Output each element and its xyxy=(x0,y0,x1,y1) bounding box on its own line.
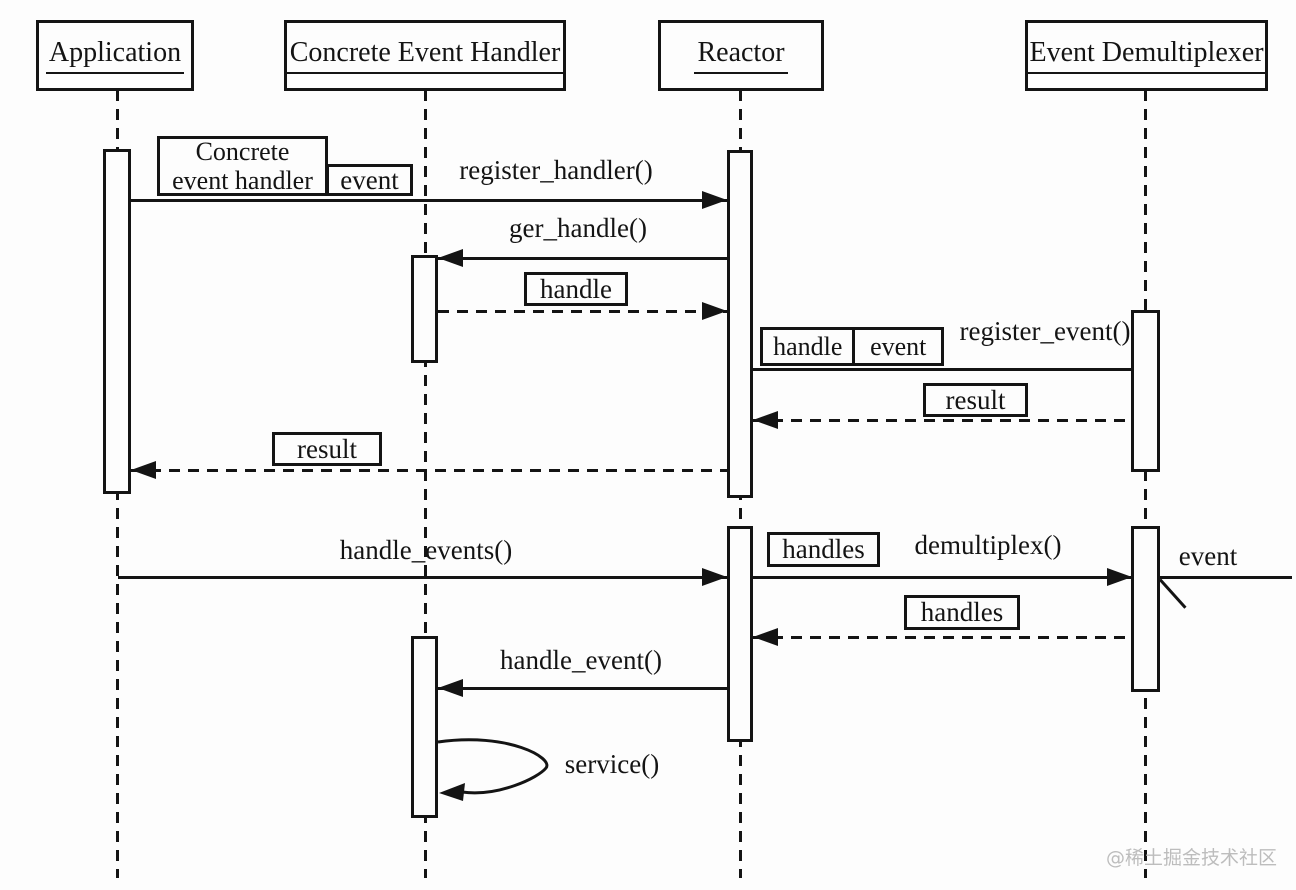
param-cell-event: event xyxy=(870,331,927,361)
actor-box-application: Application xyxy=(36,20,194,91)
param-box-concrete-event-handler: Concrete event handler xyxy=(157,136,328,196)
actor-label-event-demultiplexer: Event Demultiplexer xyxy=(1026,37,1267,75)
message-line-handle-return xyxy=(438,310,727,313)
message-line-register-handler xyxy=(131,199,727,202)
activation-event-demultiplexer-1 xyxy=(1131,310,1160,472)
label-box-handle: handle xyxy=(524,272,628,306)
param-concrete-line2: event handler xyxy=(172,166,313,195)
activation-reactor-1 xyxy=(727,150,753,498)
arrowhead-result-demux xyxy=(753,411,778,429)
message-line-ger-handle xyxy=(438,257,727,260)
actor-box-event-demultiplexer: Event Demultiplexer xyxy=(1025,20,1268,91)
param-concrete-line1: Concrete xyxy=(195,137,290,166)
message-line-result-demux xyxy=(753,419,1132,422)
lifeline-concrete-event-handler xyxy=(424,90,427,878)
label-handles-call: handles xyxy=(782,534,865,564)
message-label-register-event: register_event() xyxy=(959,316,1131,346)
message-label-demultiplex: demultiplex() xyxy=(914,530,1062,560)
actor-label-concrete-event-handler: Concrete Event Handler xyxy=(286,37,564,75)
arrowhead-result-app xyxy=(131,461,156,479)
actor-box-concrete-event-handler: Concrete Event Handler xyxy=(284,20,566,91)
service-self-loop xyxy=(437,738,549,801)
message-line-handle-event xyxy=(438,687,727,690)
activation-reactor-2 xyxy=(727,526,753,742)
actor-box-reactor: Reactor xyxy=(658,20,824,91)
arrowhead-handles-return xyxy=(753,628,778,646)
watermark: @稀土掘金技术社区 xyxy=(1106,847,1278,869)
label-handle: handle xyxy=(540,273,612,304)
arrowhead-handle-event xyxy=(438,679,463,697)
param-event-label: event xyxy=(340,164,399,195)
event-in-slash xyxy=(1158,578,1187,609)
arrowhead-handle-events xyxy=(702,568,727,586)
label-result-demux: result xyxy=(945,384,1006,415)
activation-concrete-event-handler-2 xyxy=(411,636,438,818)
message-line-handles-return xyxy=(753,636,1132,639)
param-cell-handle: handle xyxy=(763,330,856,363)
arrowhead-ger-handle xyxy=(438,249,463,267)
message-line-result-app xyxy=(131,469,727,472)
lifeline-event-demultiplexer xyxy=(1144,90,1147,878)
message-label-handle-events: handle_events() xyxy=(339,535,513,565)
actor-label-application: Application xyxy=(45,37,185,75)
message-label-event-in: event xyxy=(1178,541,1238,571)
label-result-app: result xyxy=(297,433,357,464)
activation-concrete-event-handler-1 xyxy=(411,255,438,363)
message-label-ger-handle: ger_handle() xyxy=(509,213,647,243)
activation-event-demultiplexer-2 xyxy=(1131,526,1160,692)
message-line-handle-events xyxy=(118,576,727,579)
label-box-handles-call: handles xyxy=(767,532,880,567)
message-line-register-event xyxy=(753,368,1132,371)
label-box-handles-return: handles xyxy=(904,595,1020,630)
arrowhead-register-handler xyxy=(702,191,727,209)
message-line-demultiplex xyxy=(753,576,1132,579)
label-handles-return: handles xyxy=(920,597,1004,627)
activation-application xyxy=(103,149,131,494)
label-box-result-demux: result xyxy=(923,383,1028,417)
label-box-result-app: result xyxy=(272,432,382,466)
param-box-event: event xyxy=(326,164,413,196)
message-line-event-in xyxy=(1160,576,1292,579)
message-label-handle-event: handle_event() xyxy=(500,645,662,675)
param-box-handle-event: handle event xyxy=(760,327,944,366)
message-label-register-handler: register_handler() xyxy=(459,155,653,185)
actor-label-reactor: Reactor xyxy=(694,37,788,75)
arrowhead-handle-return xyxy=(702,302,727,320)
message-label-service: service() xyxy=(564,749,660,779)
arrowhead-demultiplex xyxy=(1107,568,1132,586)
